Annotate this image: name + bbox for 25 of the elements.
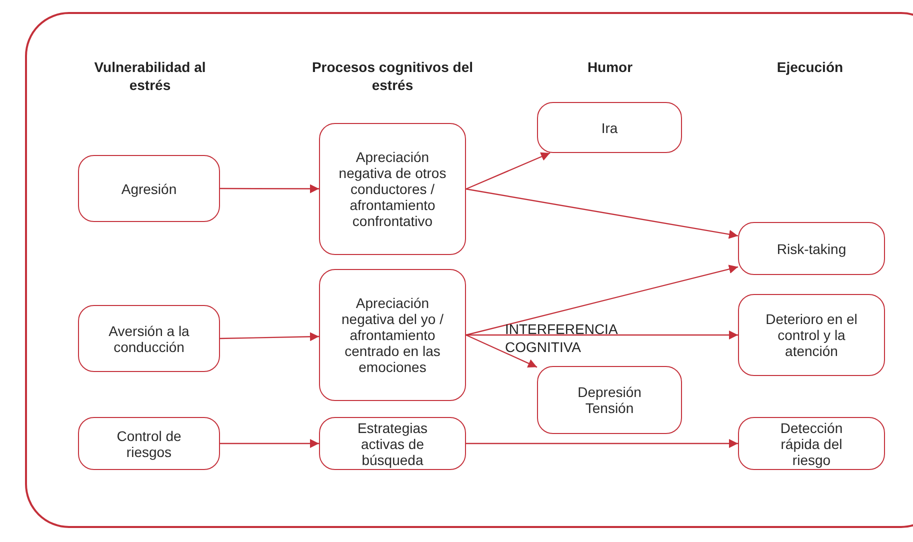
process-box: Risk-taking — [738, 222, 885, 275]
column-heading: Procesos cognitivos del estrés — [310, 58, 474, 94]
process-box: Estrategias activas de búsqueda — [319, 417, 466, 470]
annotation-label: INTERFERENCIA COGNITIVA — [505, 321, 619, 356]
process-box: Depresión Tensión — [537, 366, 682, 434]
arrow — [466, 188, 738, 239]
column-heading: Humor — [586, 58, 634, 76]
column-heading: Vulnerabilidad al estrés — [93, 58, 207, 94]
arrow — [220, 332, 320, 342]
process-box: Agresión — [78, 155, 220, 222]
process-box: Aversión a la conducción — [78, 305, 220, 372]
column-heading: Ejecución — [776, 58, 844, 76]
arrow — [466, 330, 738, 340]
process-box: Apreciación negativa de otros conductores / afrontamiento confrontativo — [319, 123, 466, 255]
arrow — [220, 439, 319, 448]
process-box: Apreciación negativa del yo / afrontamiento centrado en las emociones — [319, 269, 466, 401]
process-box: Ira — [537, 102, 682, 153]
arrow — [466, 264, 738, 336]
process-box: Control de riesgos — [78, 417, 220, 470]
arrow — [220, 184, 319, 194]
process-box: Detección rápida del riesgo — [738, 417, 885, 470]
arrow — [466, 334, 538, 368]
process-box: Deterioro en el control y la atención — [738, 294, 885, 376]
arrow — [466, 152, 550, 190]
arrow — [466, 439, 738, 448]
